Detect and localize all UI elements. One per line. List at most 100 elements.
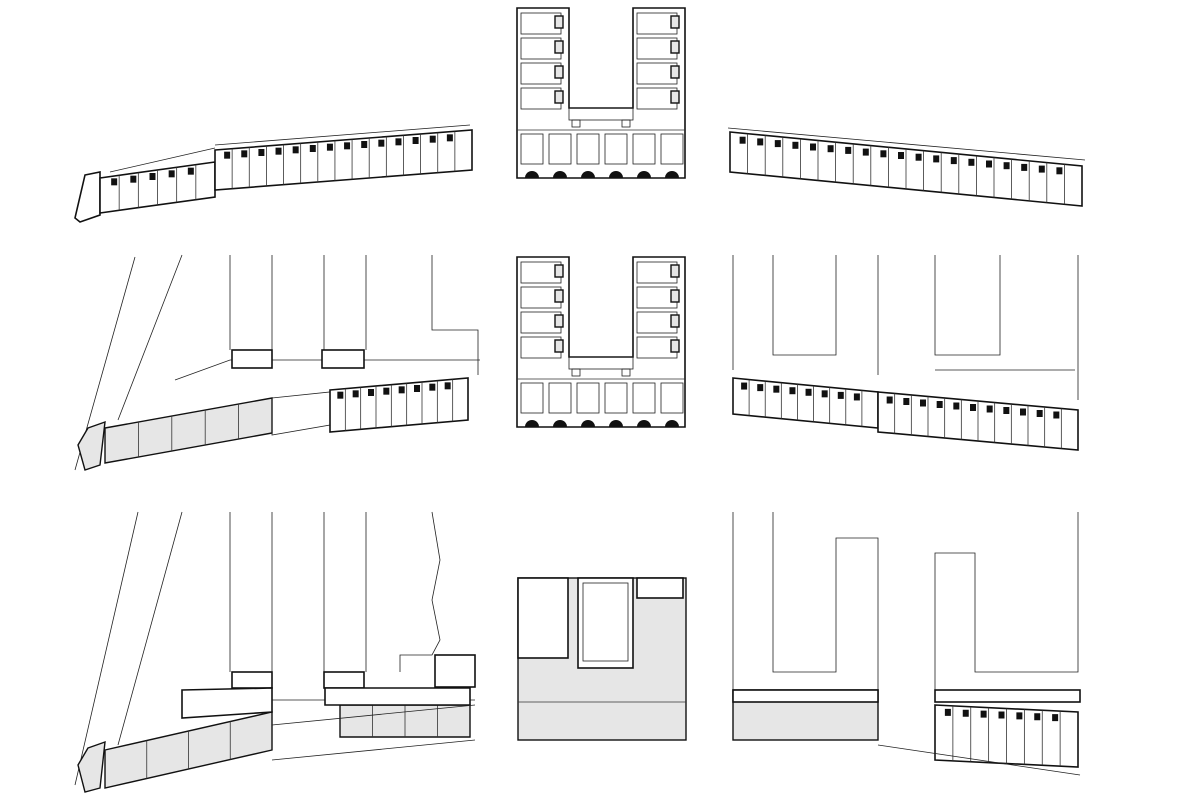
- balcony: [554, 65, 564, 79]
- apartment-unit: [604, 133, 628, 165]
- stair-arc: [581, 171, 595, 178]
- unit-core: [998, 711, 1005, 719]
- balcony: [554, 264, 564, 278]
- unit-core: [412, 137, 419, 144]
- unit-core: [821, 390, 828, 398]
- plan-upper-east: [727, 127, 1086, 207]
- balcony: [554, 339, 564, 353]
- unit-core: [446, 134, 453, 142]
- unit-core: [886, 396, 893, 404]
- plan-ground-west: [74, 511, 476, 793]
- unit-core: [953, 402, 960, 410]
- building-strip: [732, 377, 879, 429]
- courtyard-block-outline: [516, 256, 686, 428]
- unit-core: [1034, 713, 1041, 721]
- unit-core: [968, 158, 975, 166]
- unit-core: [130, 175, 137, 183]
- apartment-unit: [660, 382, 684, 414]
- plan-upper-courtyard: [516, 7, 686, 179]
- stair-arc: [665, 420, 679, 427]
- unit-core: [429, 383, 436, 391]
- stair-arc: [525, 420, 539, 427]
- balcony: [670, 15, 680, 29]
- unit-core: [1053, 411, 1060, 419]
- apartment-unit: [548, 133, 572, 165]
- unit-core: [773, 385, 780, 393]
- unit-core: [187, 167, 194, 175]
- stair-arc: [665, 171, 679, 178]
- unit-core: [933, 155, 940, 163]
- unit-core: [915, 153, 922, 161]
- stair-arc: [637, 171, 651, 178]
- unit-core: [862, 148, 869, 156]
- plan-first-east: [732, 255, 1079, 451]
- unit-core: [757, 138, 764, 146]
- unit-core: [774, 140, 781, 148]
- unit-core: [805, 388, 812, 396]
- apartment-unit: [576, 382, 600, 414]
- unit-core: [827, 145, 834, 153]
- balcony: [670, 339, 680, 353]
- unit-core: [950, 157, 957, 165]
- balcony: [670, 40, 680, 54]
- unit-core: [970, 404, 976, 411]
- unit-core: [429, 135, 436, 143]
- unit-core: [149, 173, 156, 180]
- unit-core: [1038, 165, 1045, 173]
- street-line: [877, 744, 1081, 776]
- unit-core: [368, 389, 374, 396]
- unit-core: [739, 136, 746, 144]
- elevator-icon: [571, 119, 581, 128]
- apartment-unit: [632, 133, 656, 165]
- unit-core: [920, 399, 926, 407]
- unit-core: [378, 139, 385, 147]
- plan-first-courtyard: [516, 256, 686, 428]
- unit-core: [1003, 407, 1010, 414]
- unit-core: [414, 385, 420, 392]
- balcony: [554, 90, 564, 104]
- arcade: [324, 687, 471, 706]
- unit-core: [1003, 162, 1010, 170]
- unit-core: [980, 710, 987, 718]
- unit-core: [168, 170, 175, 178]
- unit-core: [292, 146, 299, 154]
- balcony: [670, 65, 680, 79]
- unit-core: [344, 142, 351, 150]
- unit-core: [903, 398, 910, 405]
- unit-core: [395, 138, 402, 146]
- stair-arc: [553, 171, 567, 178]
- elevator-icon: [621, 119, 631, 128]
- unit-core: [1021, 163, 1028, 171]
- stair-arc: [553, 420, 567, 427]
- unit-core: [936, 401, 943, 408]
- street-line: [271, 704, 476, 761]
- plan-ground-east: [732, 512, 1081, 776]
- unit-core: [383, 387, 390, 395]
- unit-core: [757, 384, 764, 392]
- unit-core: [111, 178, 118, 186]
- unit-core: [326, 143, 333, 151]
- unit-core: [810, 143, 816, 151]
- apartment-unit: [632, 382, 656, 414]
- unit-core: [880, 150, 887, 158]
- plan-ground-courtyard: [517, 577, 687, 741]
- balcony-line: [109, 124, 471, 173]
- apartment-unit: [604, 382, 628, 414]
- unit-core: [837, 391, 844, 399]
- balcony: [554, 40, 564, 54]
- balcony-line: [727, 127, 1086, 161]
- unit-core: [1036, 410, 1043, 417]
- unit-core: [224, 151, 231, 159]
- unit-core: [986, 405, 993, 413]
- unit-core: [1056, 167, 1063, 175]
- unit-core: [361, 141, 368, 148]
- apartment-unit: [520, 382, 544, 414]
- unit-core: [898, 152, 904, 159]
- unit-core: [398, 386, 405, 394]
- corner-unit: [77, 740, 106, 793]
- arcade: [934, 689, 1081, 703]
- balcony: [554, 15, 564, 29]
- arcade: [181, 687, 273, 719]
- unit-core: [1020, 408, 1026, 416]
